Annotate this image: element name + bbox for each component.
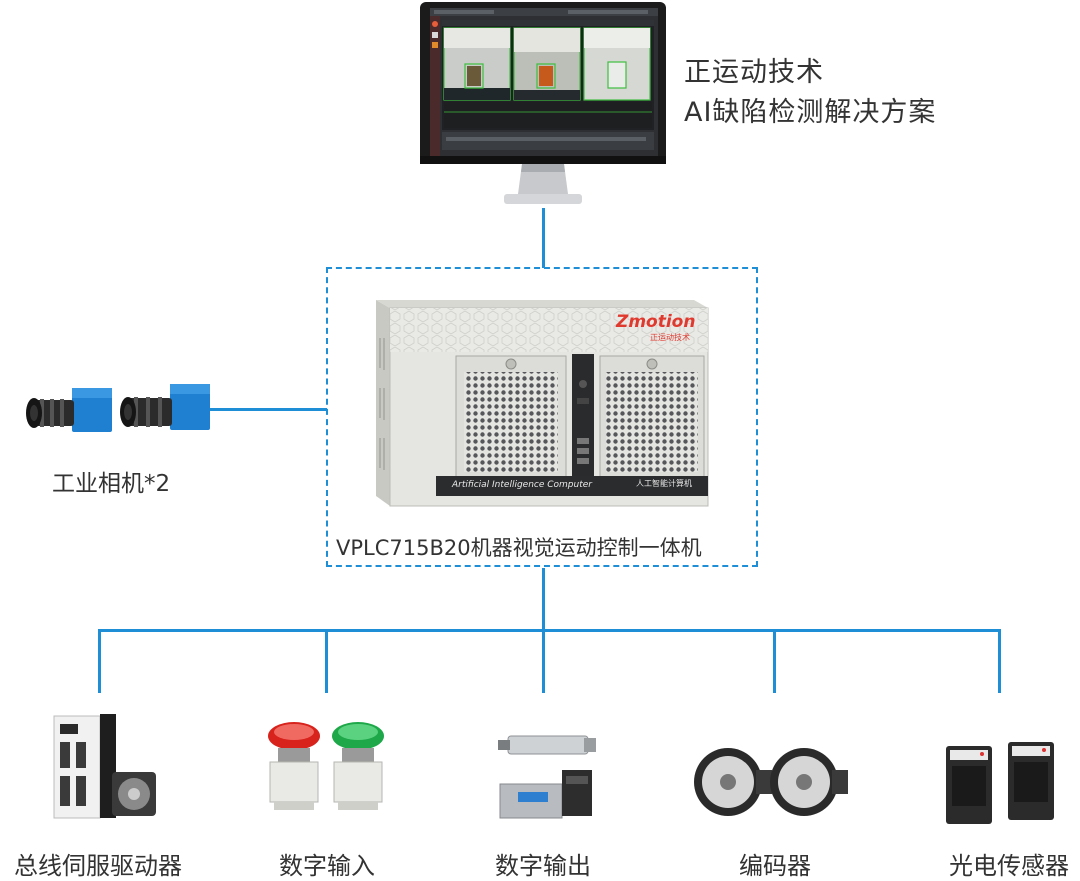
controller-brand-logo: Zmotion xyxy=(616,312,696,332)
controller-computer-icon xyxy=(374,298,710,514)
wire-drop-encoder xyxy=(773,629,776,693)
wire-drop-output xyxy=(542,629,545,693)
solution-title-line2: AI缺陷检测解决方案 xyxy=(684,97,937,128)
monitor-icon xyxy=(418,0,668,210)
wire-drop-servo xyxy=(98,629,101,693)
servo-drive-icon xyxy=(50,712,160,822)
wire-drop-input xyxy=(325,629,328,693)
device-label-servo: 总线伺服驱动器 xyxy=(14,852,182,880)
encoder-icon xyxy=(690,740,860,830)
wire-bus-horizontal xyxy=(98,629,1001,632)
controller-front-text-cn: 人工智能计算机 xyxy=(636,479,692,488)
wire-drop-sensor xyxy=(998,629,1001,693)
wire-camera-to-controller xyxy=(205,408,327,411)
device-label-input: 数字输入 xyxy=(279,852,375,880)
wire-controller-to-bus xyxy=(542,568,545,630)
device-label-output: 数字输出 xyxy=(495,852,591,880)
device-label-encoder: 编码器 xyxy=(739,852,811,880)
industrial-camera-icon xyxy=(20,380,210,440)
solenoid-valve-icon xyxy=(494,726,604,826)
solution-title-line1: 正运动技术 xyxy=(684,57,824,88)
wire-monitor-to-controller xyxy=(542,208,545,268)
controller-brand-subtitle: 正运动技术 xyxy=(650,333,690,342)
controller-front-text: Artificial Intelligence Computer xyxy=(452,480,592,490)
photoelectric-sensor-icon xyxy=(942,740,1062,830)
camera-label: 工业相机*2 xyxy=(52,471,171,497)
device-label-sensor: 光电传感器 xyxy=(949,852,1069,880)
push-button-icon xyxy=(262,718,392,818)
controller-label: VPLC715B20机器视觉运动控制一体机 xyxy=(336,536,702,560)
controller-dashed-box xyxy=(326,267,758,567)
